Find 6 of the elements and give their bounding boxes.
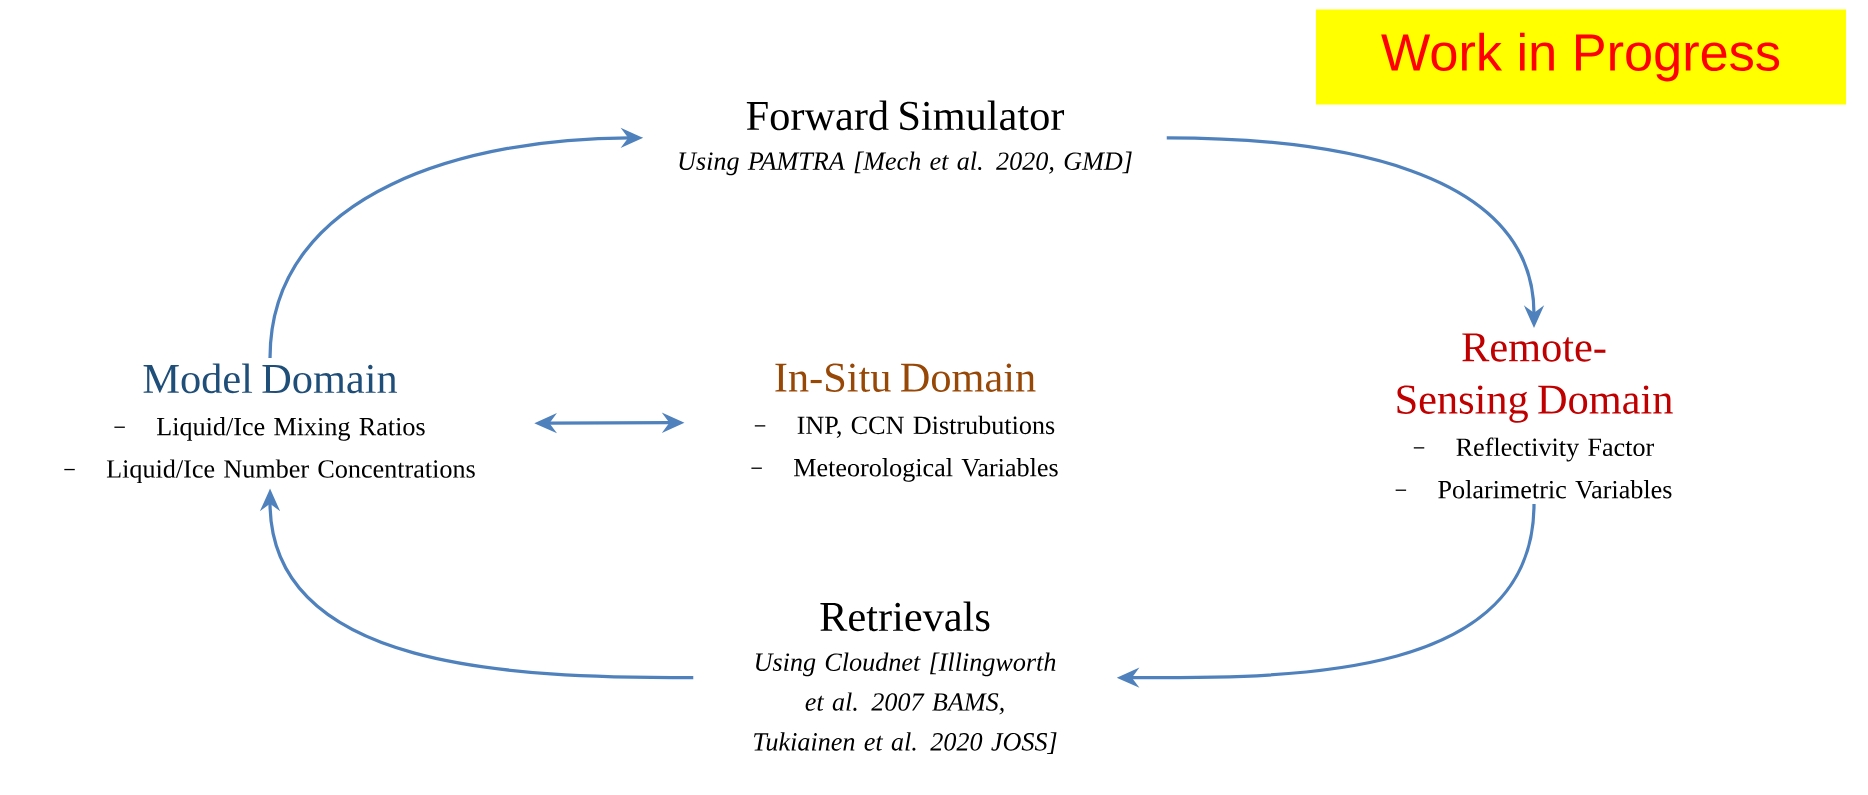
domain-label: In-Situ Domain INP, CCN Distrubutions Meteorological Variables: [750, 363, 1058, 482]
domain-label: Model Domain Liquid/Ice Mixing Ratios Liquid/Ice Number Concentrations: [63, 363, 475, 484]
process-label: Forward Simulator Using PAMTRA [Mech et al. 2020, GMD]: [679, 100, 1132, 176]
domain-label: Remote-Sensing Domain Reflectivity Factor Polarimetric Variables: [1395, 333, 1673, 499]
status-banner: Work in Progress: [1316, 9, 1846, 105]
process-label: Retrievals Using Cloudnet [Illingworth et al. 2007 BAMS, Tukiainen et al. 2020 JOSS]: [754, 601, 1057, 754]
